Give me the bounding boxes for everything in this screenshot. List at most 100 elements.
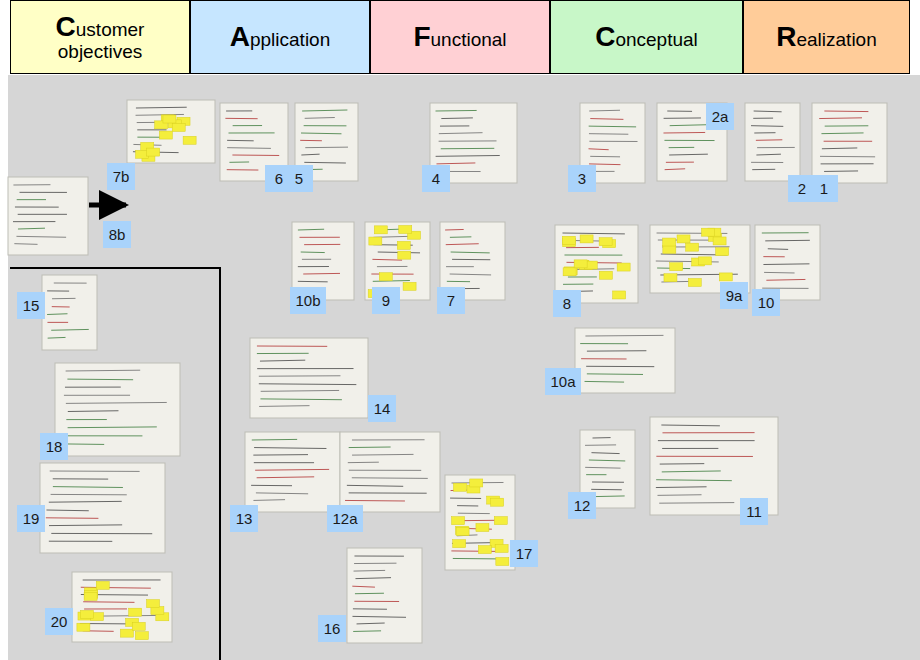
scribble	[585, 335, 663, 337]
scribble	[664, 117, 701, 118]
photo-group	[8, 100, 887, 643]
sticky-note	[476, 524, 489, 532]
callout-text: 16	[324, 620, 341, 637]
scribble	[763, 263, 809, 265]
sticky-note	[147, 600, 160, 608]
scribble	[662, 470, 721, 472]
scribble	[353, 608, 387, 609]
scribble	[257, 476, 315, 478]
sticky-note	[470, 479, 483, 487]
sticky-note	[132, 622, 145, 630]
sticky-note	[456, 528, 469, 536]
callout-number: 11	[740, 498, 768, 525]
scribble	[49, 524, 122, 526]
scribble	[68, 426, 157, 428]
scribble	[436, 155, 500, 157]
scribble	[587, 373, 643, 375]
scribble	[377, 266, 408, 267]
scribble	[457, 505, 478, 506]
scribble	[349, 470, 421, 471]
scribble	[352, 586, 375, 588]
scribble	[48, 337, 66, 339]
scribble	[450, 236, 471, 237]
sticky-note	[617, 263, 630, 271]
scribble	[301, 133, 341, 135]
callout-text: 10a	[550, 373, 575, 390]
scribble	[587, 350, 646, 351]
scribble	[46, 517, 99, 519]
sticky-note	[159, 131, 172, 139]
scribble	[49, 501, 122, 503]
scribble	[451, 252, 490, 254]
scribble	[659, 502, 734, 504]
scribble	[821, 132, 863, 134]
scribble	[252, 439, 297, 441]
scribble	[51, 329, 89, 331]
sticky-note	[452, 517, 465, 525]
scribble	[450, 274, 491, 276]
sticky-note	[562, 236, 575, 244]
scribble	[47, 290, 69, 291]
sticky-note	[663, 245, 676, 253]
photo-frame	[42, 275, 97, 350]
sticky-note	[172, 123, 185, 131]
photo-frame	[72, 572, 172, 642]
scribble	[67, 379, 133, 381]
sticky-note	[403, 282, 416, 290]
scribble	[825, 125, 869, 126]
scribble	[669, 154, 708, 156]
view-header: Customer objectives	[10, 0, 190, 74]
scribble	[349, 447, 391, 449]
scribble	[52, 298, 75, 299]
scribble	[64, 395, 130, 396]
callout-number: 10b	[290, 287, 326, 314]
scribble	[822, 147, 857, 149]
scribble	[345, 500, 405, 502]
scribble	[754, 111, 782, 113]
callout-text: 20	[51, 613, 68, 630]
whiteboard-photo	[40, 463, 165, 553]
sticky-note	[494, 517, 507, 525]
scribble	[586, 474, 606, 475]
sticky-note	[478, 546, 491, 554]
sticky-note	[599, 238, 612, 246]
whiteboard-photo	[55, 363, 180, 456]
callout-number: 7	[437, 287, 465, 314]
callout-text: 4	[432, 170, 440, 187]
sticky-note	[398, 251, 411, 259]
scribble	[302, 259, 331, 260]
scribble	[52, 306, 70, 307]
scribble	[259, 383, 357, 385]
callout-text: 7b	[113, 168, 130, 185]
divider-line	[10, 268, 220, 660]
scribble	[658, 494, 702, 496]
sticky-note	[120, 629, 133, 637]
sticky-note	[664, 274, 677, 282]
whiteboard-photo	[250, 338, 368, 418]
sticky-note	[129, 608, 142, 616]
scribble	[446, 266, 474, 267]
sticky-note	[453, 540, 466, 548]
whiteboard-photo	[72, 572, 172, 642]
scribble	[51, 494, 127, 495]
header-ground	[10, 0, 910, 74]
callout-text: 3	[578, 170, 586, 187]
scribble	[441, 148, 495, 149]
scribble	[303, 273, 340, 275]
scribble	[353, 630, 381, 632]
callout-text: 19	[23, 510, 40, 527]
callout-number: 7b	[107, 163, 135, 190]
callout-number: 10	[752, 289, 780, 316]
callout-text: 6	[275, 170, 283, 187]
photo-frame	[340, 432, 440, 512]
sticky-note	[719, 273, 732, 281]
callout-number: 12	[568, 492, 596, 519]
header-text: Conceptual	[595, 22, 698, 51]
scribble	[62, 443, 104, 445]
scribble	[658, 440, 755, 441]
scribble	[352, 477, 428, 479]
scribble	[656, 486, 707, 488]
scribble	[751, 125, 783, 127]
scribble	[299, 237, 339, 238]
scribble	[589, 133, 628, 135]
